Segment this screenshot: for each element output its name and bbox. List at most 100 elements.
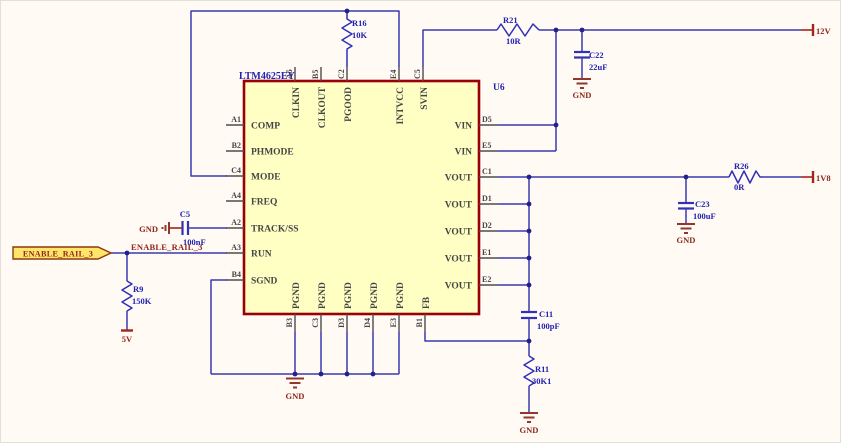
gnd-label: GND: [139, 224, 158, 234]
gnd-power-port-c5[interactable]: GND: [139, 222, 182, 234]
pin-b1-fb[interactable]: B1 FB: [415, 296, 432, 332]
power-port-1v8[interactable]: 1V8: [801, 171, 831, 183]
pin-d4-pgnd[interactable]: D4 PGND: [363, 282, 380, 332]
net-fb[interactable]: [424, 332, 529, 342]
ic-designator-label: U6: [493, 83, 505, 93]
gnd-label: GND: [677, 235, 696, 245]
svg-text:VOUT: VOUT: [445, 228, 473, 238]
r9-value-label: 150K: [132, 296, 152, 306]
c23-ref-label: C23: [695, 199, 710, 209]
ic-body[interactable]: [242, 79, 481, 316]
resistor-r21[interactable]: R21 10R: [496, 15, 540, 46]
gnd-symbol-c23[interactable]: GND: [677, 223, 696, 245]
pin-a1-comp[interactable]: A1 COMP: [226, 115, 280, 132]
net-vout-1v8[interactable]: [498, 176, 801, 312]
ic-u6[interactable]: LTM4625EY U6 A1 COMP B2 PHMODE C4 MODE A…: [226, 67, 505, 332]
pin-c4-mode[interactable]: C4 MODE: [226, 166, 281, 183]
svg-text:RUN: RUN: [251, 250, 272, 260]
pin-b3-pgnd[interactable]: B3 PGND: [285, 282, 302, 332]
svg-text:VIN: VIN: [455, 148, 473, 158]
svg-text:MODE: MODE: [251, 173, 281, 183]
gnd-symbol-pgnd[interactable]: GND: [286, 377, 305, 402]
resistor-r16[interactable]: R16 10K: [341, 11, 368, 67]
capacitor-c5[interactable]: C5 100nF: [180, 209, 206, 247]
svg-text:A4: A4: [231, 191, 241, 200]
pin-c2-pgood[interactable]: C2 PGOOD: [337, 67, 354, 122]
gnd-label: GND: [286, 391, 305, 401]
capacitor-c11[interactable]: C11 100pF: [521, 309, 560, 341]
svg-text:VIN: VIN: [455, 122, 473, 132]
svg-text:VOUT: VOUT: [445, 282, 473, 292]
pin-a2-track-ss[interactable]: A2 TRACK/SS: [226, 218, 299, 235]
r11-ref-label: R11: [535, 364, 549, 374]
svg-text:B5: B5: [311, 70, 320, 79]
pin-e4-intvcc[interactable]: E4 INTVCC: [389, 67, 406, 124]
capacitor-c23[interactable]: C23 100uF: [678, 177, 716, 224]
pin-e1-vout[interactable]: E1 VOUT: [445, 248, 498, 265]
pin-a5-clkin[interactable]: A5 CLKIN: [285, 67, 302, 118]
svg-text:B3: B3: [285, 318, 294, 327]
svg-text:B4: B4: [232, 270, 241, 279]
pin-b4-sgnd[interactable]: B4 SGND: [226, 270, 278, 287]
ic-part-label: LTM4625EY: [239, 71, 296, 82]
resistor-r9[interactable]: R9 150K: [121, 253, 152, 330]
svg-text:PGND: PGND: [344, 282, 354, 309]
pin-b2-phmode[interactable]: B2 PHMODE: [226, 141, 294, 158]
svg-text:COMP: COMP: [251, 122, 280, 132]
capacitor-c22[interactable]: C22 22uF: [574, 30, 607, 79]
svg-text:B1: B1: [415, 318, 424, 327]
svg-text:VOUT: VOUT: [445, 174, 473, 184]
svg-text:D2: D2: [482, 221, 492, 230]
pin-c1-vout[interactable]: C1 VOUT: [445, 167, 498, 184]
svg-text:PHMODE: PHMODE: [251, 148, 294, 158]
pin-d2-vout[interactable]: D2 VOUT: [445, 221, 498, 238]
svg-text:A5: A5: [285, 69, 294, 79]
svg-text:E3: E3: [389, 318, 398, 327]
pin-d3-pgnd[interactable]: D3 PGND: [337, 282, 354, 332]
c5-value-label: 100nF: [183, 237, 206, 247]
gnd-symbol-c22[interactable]: GND: [573, 78, 592, 100]
svg-text:TRACK/SS: TRACK/SS: [251, 225, 299, 235]
svg-text:VOUT: VOUT: [445, 255, 473, 265]
net-svin-12v[interactable]: [422, 29, 801, 67]
svg-text:PGOOD: PGOOD: [344, 87, 354, 122]
r21-ref-label: R21: [503, 15, 518, 25]
svg-text:E2: E2: [482, 275, 491, 284]
svg-text:B2: B2: [232, 141, 241, 150]
svg-text:E1: E1: [482, 248, 491, 257]
resistor-r26[interactable]: R26 0R: [728, 161, 763, 192]
pin-a3-run[interactable]: A3 RUN: [226, 243, 272, 260]
svg-text:D1: D1: [482, 194, 492, 203]
pin-e2-vout[interactable]: E2 VOUT: [445, 275, 498, 292]
gnd-label: GND: [520, 425, 539, 435]
pin-d5-vin[interactable]: D5 VIN: [455, 115, 498, 132]
pin-d1-vout[interactable]: D1 VOUT: [445, 194, 498, 211]
net-intvcc-mode-pgood[interactable]: [190, 10, 400, 177]
pin-b5-clkout[interactable]: B5 CLKOUT: [311, 67, 328, 128]
r11-value-label: 30K1: [532, 376, 551, 386]
svg-text:C1: C1: [482, 167, 492, 176]
c22-value-label: 22uF: [589, 62, 607, 72]
svg-text:A2: A2: [231, 218, 241, 227]
pin-a4-freq[interactable]: A4 FREQ: [226, 191, 277, 208]
r26-value-label: 0R: [734, 182, 745, 192]
c11-value-label: 100pF: [537, 321, 560, 331]
power-port-12v[interactable]: 12V: [801, 24, 832, 36]
sheet-entry-enable-rail-3[interactable]: ENABLE_RAIL_3: [12, 246, 113, 260]
pin-c3-pgnd[interactable]: C3 PGND: [311, 282, 328, 332]
pin-c5-svin[interactable]: C5 SVIN: [413, 67, 430, 110]
svg-text:D4: D4: [363, 318, 372, 328]
net-vin[interactable]: [498, 30, 557, 152]
r9-ref-label: R9: [133, 284, 143, 294]
net-label-enable-rail-3[interactable]: ENABLE_RAIL_3: [131, 242, 203, 252]
resistor-r11[interactable]: R11 30K1: [523, 341, 551, 413]
power-port-5v[interactable]: 5V: [121, 329, 133, 345]
svg-text:PGND: PGND: [292, 282, 302, 309]
svg-text:A3: A3: [231, 243, 241, 252]
c23-value-label: 100uF: [693, 211, 716, 221]
pin-e5-vin[interactable]: E5 VIN: [455, 141, 498, 158]
gnd-symbol-r11[interactable]: GND: [520, 412, 539, 435]
pin-e3-pgnd[interactable]: E3 PGND: [389, 282, 406, 332]
net-pgnd[interactable]: [210, 279, 400, 375]
